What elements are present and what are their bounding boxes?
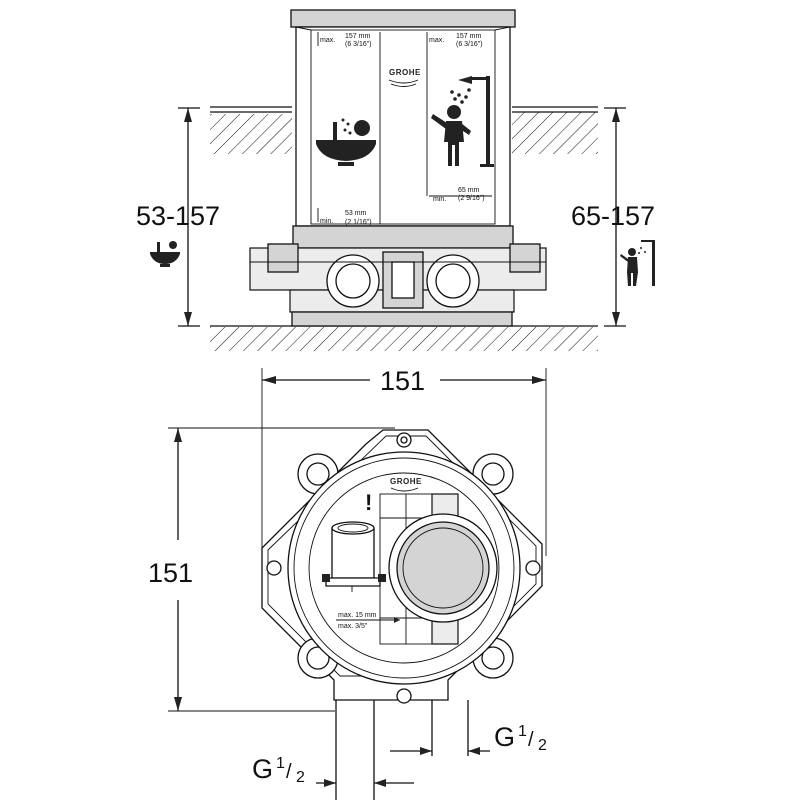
max-label-left: max. [320,37,335,44]
valve-body-side [249,243,547,327]
inner-dimensions: max. 157 mm (6 3/16") max. 157 mm (6 3/1… [317,32,492,226]
svg-text:GROHE: GROHE [390,477,422,486]
warning-mark: ! [365,490,372,515]
max-mm-left: 157 mm [345,33,370,40]
bathtub-icon [316,118,376,166]
shower-height-range: 65-157 [571,201,655,231]
wall-left [210,100,292,154]
min-in-right: (2 9/16") [458,195,485,202]
min-mm-right: 65 mm [458,187,480,194]
thread-dimension-right: G 1 / 2 [390,722,547,755]
max-label-right: max. [429,37,444,44]
pipe-connections [335,700,469,800]
thread-dimension-left: G 1 / 2 [252,754,414,787]
svg-text:/: / [286,761,292,783]
plan-view: 151 151 [148,366,547,800]
min-label-right: min. [433,196,446,203]
max-mm-label: max. 15 mm [338,612,377,619]
extension-box [290,9,516,249]
thread-label-left-den: 2 [296,769,305,786]
thread-label-left-num: 1 [276,755,285,772]
max-mm-right: 157 mm [456,33,481,40]
max-in-right: (6 3/16") [456,41,483,48]
stop-valve [322,521,386,592]
dimension-left: 53-157 [136,107,220,327]
bath-height-range: 53-157 [136,201,220,231]
shower-icon-small [620,240,655,286]
max-in-label: max. 3/5" [338,623,368,630]
bathtub-icon-small [150,241,180,267]
thread-label-right-den: 2 [538,737,547,754]
depth-label: max. 15 mm max. 3/5" [336,612,400,630]
max-in-left: (6 3/16") [345,41,372,48]
svg-text:/: / [528,729,534,751]
min-mm-left: 53 mm [345,210,367,217]
height-dimension: 151 [148,558,193,588]
thread-label-right-g: G [494,722,515,752]
shower-person-icon [431,76,494,167]
brand-logo-plan: GROHE [390,477,422,492]
dimension-height: 151 [148,427,395,712]
thread-label-left-g: G [252,754,273,784]
wall-right [512,106,598,154]
min-label-left: min. [320,218,333,225]
dimension-right: 65-157 [571,107,655,327]
mounting-ears [297,453,514,679]
width-dimension: 151 [380,366,425,396]
min-in-left: (2 1/16") [345,219,372,226]
dimension-width: 151 [261,366,547,556]
side-view: max. 157 mm (6 3/16") max. 157 mm (6 3/1… [136,9,655,351]
cartridge-circle [388,513,498,623]
floor [210,325,598,351]
thread-label-right-num: 1 [518,723,527,740]
brand-logo-box: GROHE [389,68,421,77]
